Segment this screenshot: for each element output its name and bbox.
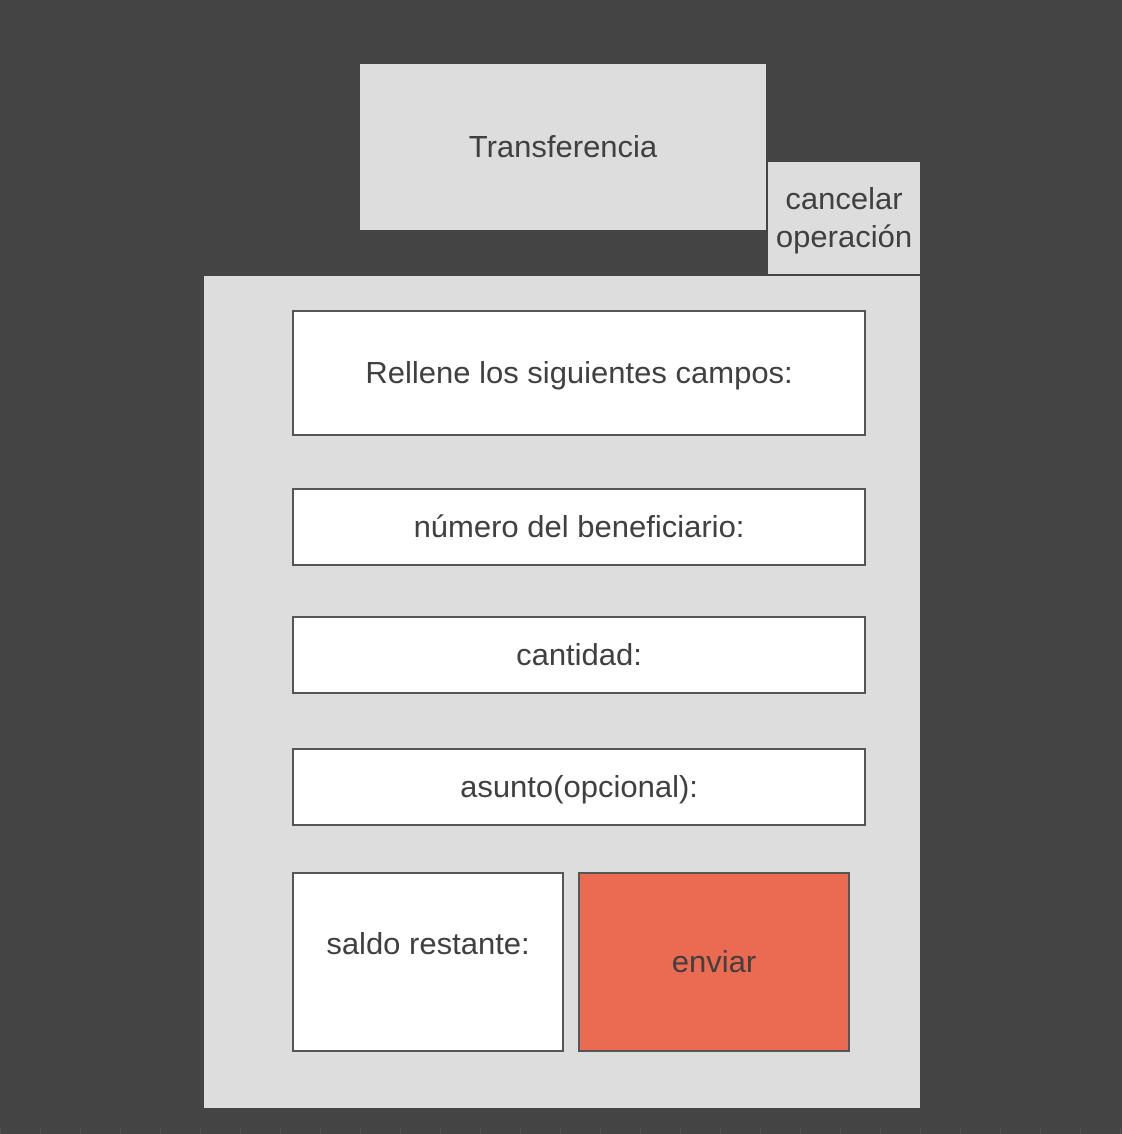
form-instructions-text: Rellene los siguientes campos:: [365, 355, 793, 390]
cancel-operation-button[interactable]: cancelar operación: [768, 162, 920, 274]
amount-field[interactable]: cantidad:: [292, 616, 866, 694]
send-button[interactable]: enviar: [578, 872, 850, 1052]
amount-label: cantidad:: [516, 637, 642, 672]
form-instructions: Rellene los siguientes campos:: [292, 310, 866, 436]
subject-field[interactable]: asunto(opcional):: [292, 748, 866, 826]
remaining-balance-label: saldo restante:: [326, 926, 530, 961]
page-title: Transferencia: [360, 64, 766, 230]
page-title-text: Transferencia: [468, 129, 658, 164]
beneficiary-number-field[interactable]: número del beneficiario:: [292, 488, 866, 566]
send-button-label: enviar: [671, 944, 757, 979]
cancel-operation-label: cancelar operación: [775, 181, 913, 254]
beneficiary-number-label: número del beneficiario:: [413, 509, 745, 544]
bottom-ruler: [0, 1128, 1122, 1134]
subject-label: asunto(opcional):: [460, 769, 698, 804]
remaining-balance-display: saldo restante:: [292, 872, 564, 1052]
